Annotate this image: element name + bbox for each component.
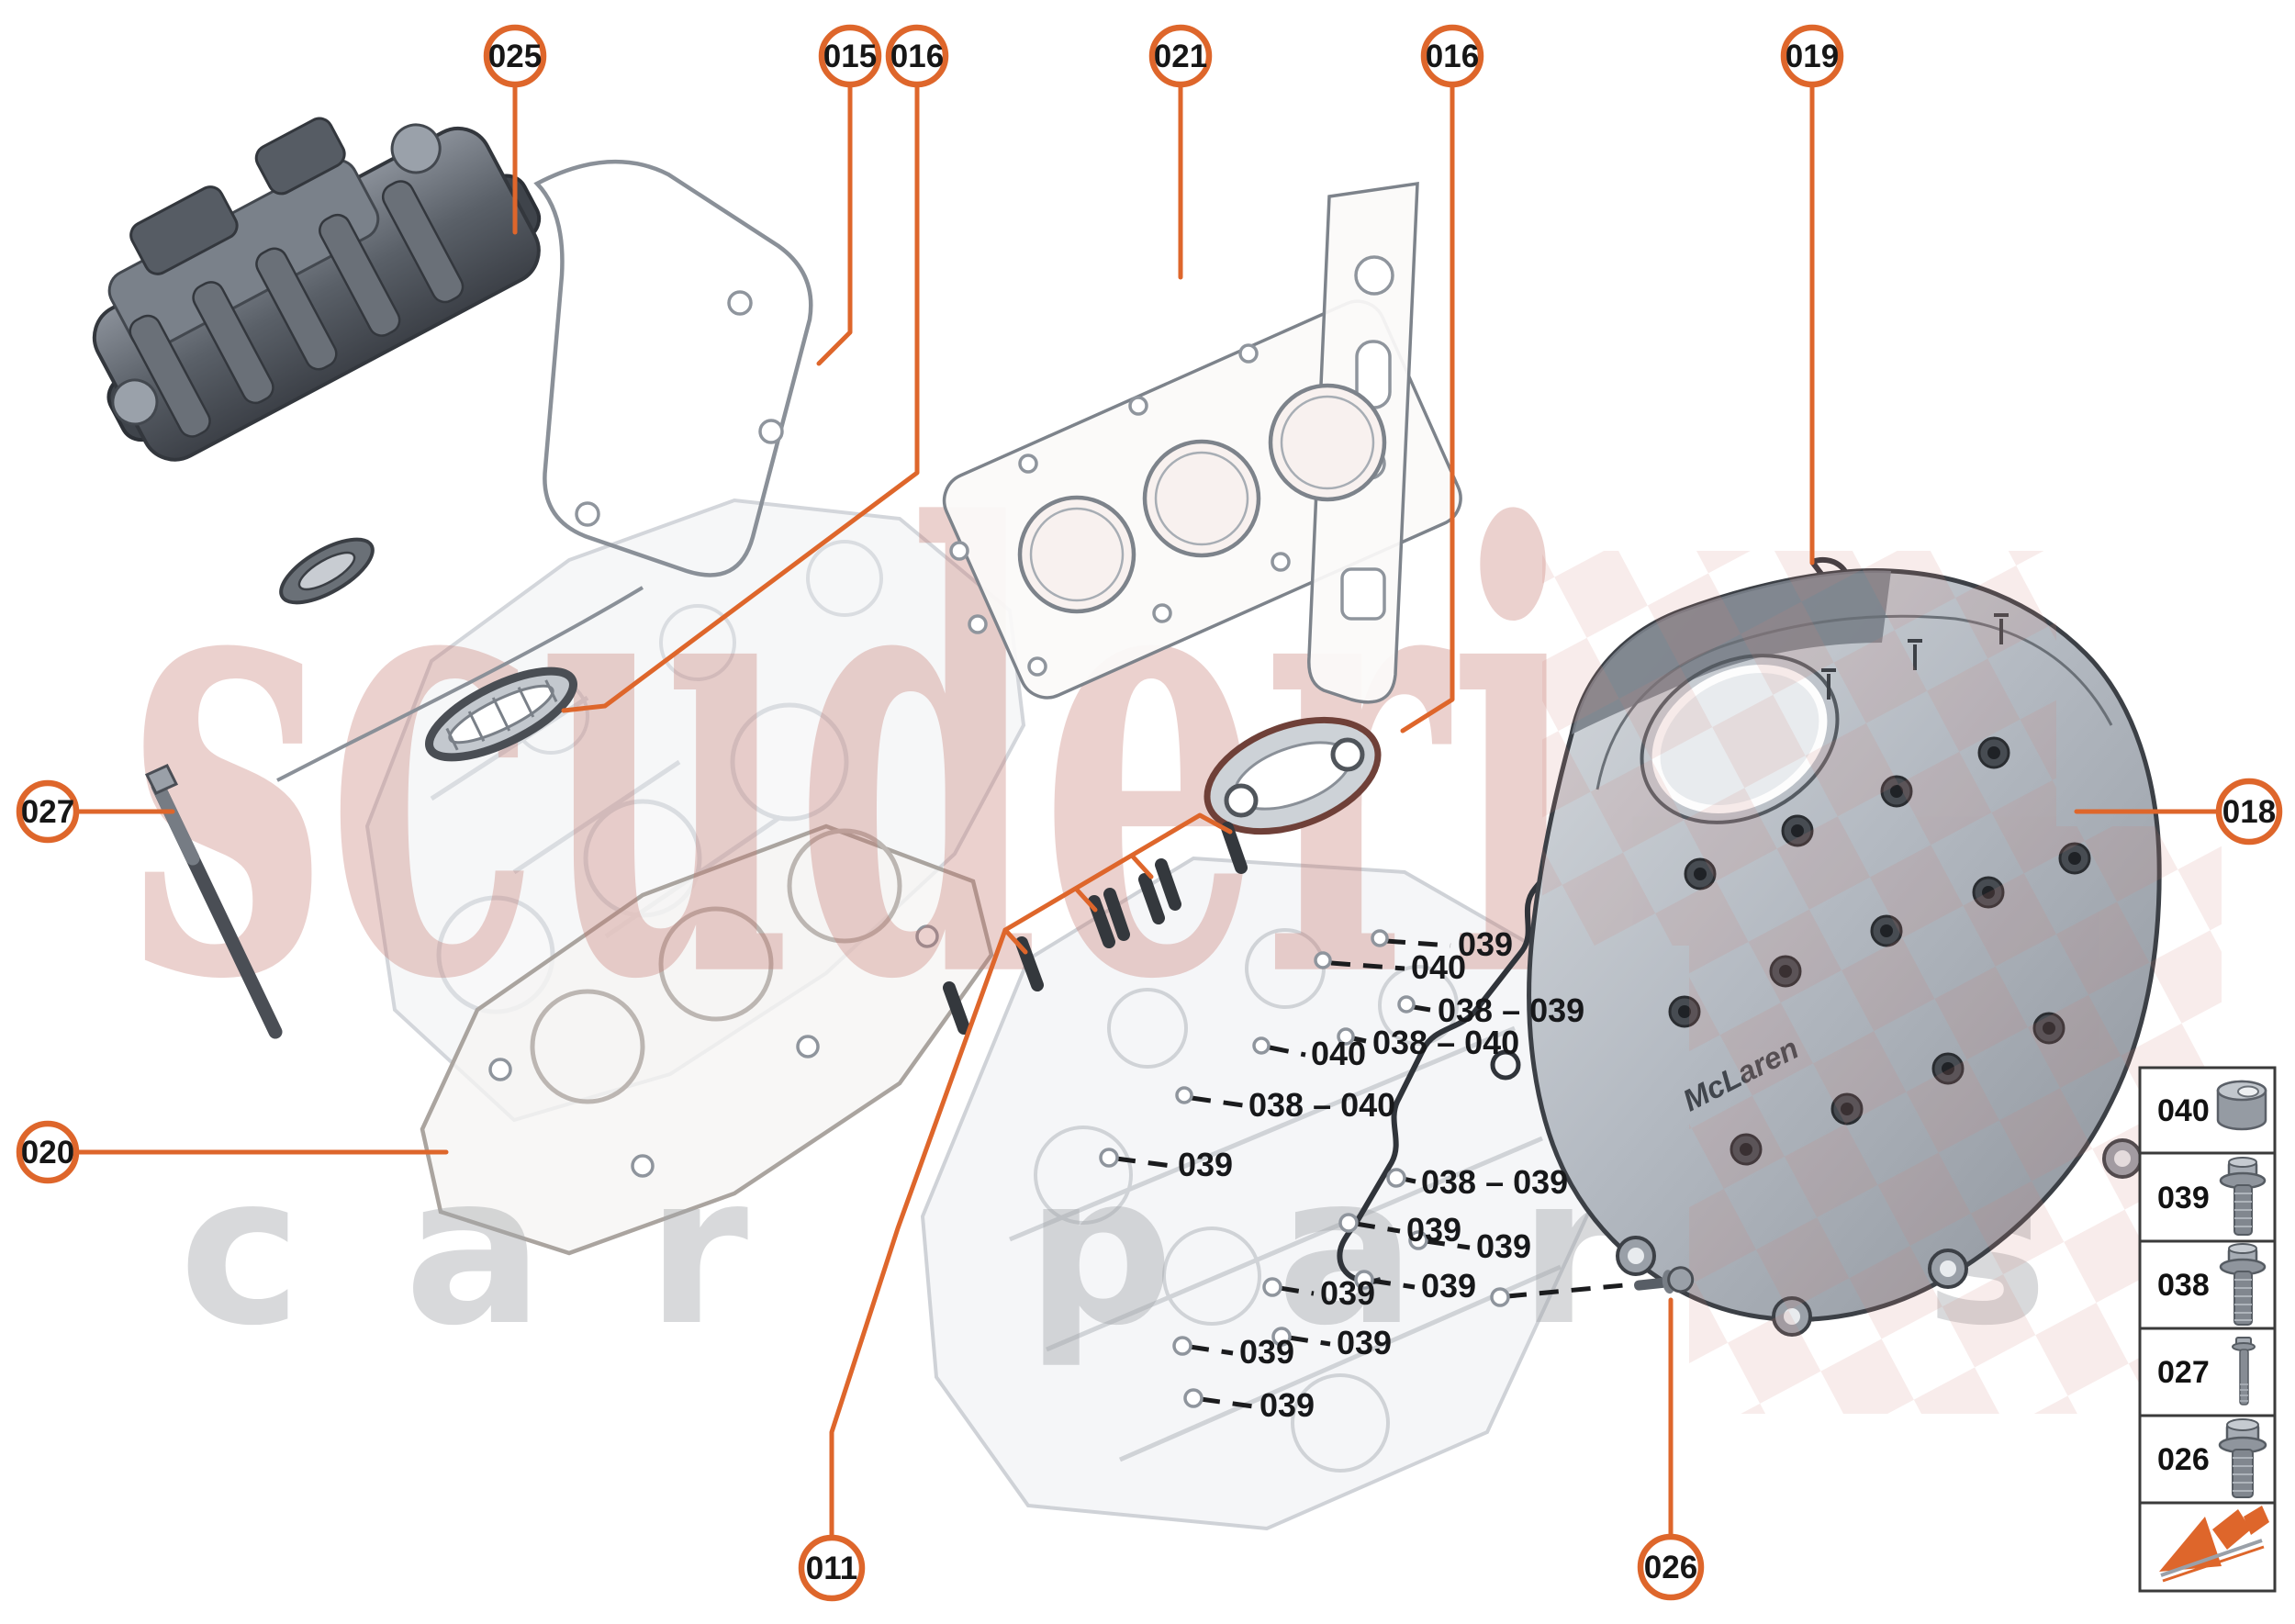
- stud-bolt-icon: [2232, 1337, 2256, 1406]
- svg-text:038: 038: [2157, 1268, 2210, 1303]
- part-label: 040: [1411, 948, 1466, 986]
- gasket-bolt-holes: [949, 343, 1291, 677]
- flange-bolt-icon: [2219, 1157, 2267, 1236]
- gasket-bolt-holes: [488, 924, 939, 1178]
- callout-016-b[interactable]: 016: [1420, 24, 1484, 88]
- svg-text:020: 020: [21, 1135, 74, 1170]
- svg-text:027: 027: [21, 794, 74, 830]
- svg-text:018: 018: [2222, 794, 2276, 830]
- part-label: 040: [1311, 1035, 1366, 1072]
- svg-text:026: 026: [2157, 1442, 2210, 1477]
- callout-019[interactable]: 019: [1780, 24, 1844, 88]
- kidney-gasket[interactable]: [1192, 699, 1393, 853]
- svg-text:016: 016: [1426, 39, 1479, 74]
- svg-text:040: 040: [2157, 1093, 2210, 1128]
- flange-bolt-icon: [2219, 1243, 2267, 1326]
- arrow-logo-icon: [2159, 1506, 2269, 1583]
- part-labels-group: 039 040 038 – 039 038 – 040 040 038 – 04…: [1178, 925, 1584, 1424]
- oval-gasket[interactable]: [418, 654, 585, 774]
- part-label: 039: [1476, 1227, 1531, 1265]
- manifold-gasket-outline[interactable]: [276, 159, 813, 782]
- cylinder-bores: [1017, 383, 1387, 614]
- legend: 040 039 038: [2138, 1066, 2277, 1593]
- part-label: 038 – 039: [1421, 1163, 1568, 1201]
- svg-text:016: 016: [890, 39, 944, 74]
- legend-row-040[interactable]: 040: [2157, 1080, 2267, 1131]
- callouts-group: 025 015 016 021 016 019 027 018 020 011: [16, 24, 2283, 1602]
- legend-row-026[interactable]: 026: [2157, 1418, 2267, 1498]
- fastener-holes: [1099, 929, 1510, 1408]
- legend-row-039[interactable]: 039: [2157, 1157, 2267, 1236]
- part-label: 039: [1458, 925, 1513, 963]
- callout-026[interactable]: 026: [1637, 1533, 1705, 1601]
- callout-011[interactable]: 011: [798, 1534, 866, 1602]
- callout-027[interactable]: 027: [16, 779, 80, 844]
- checker-watermark: [1542, 551, 2222, 1414]
- head-bolt-long[interactable]: [144, 764, 283, 1039]
- svg-text:039: 039: [2157, 1181, 2210, 1215]
- part-label: 038 – 039: [1438, 991, 1584, 1029]
- callout-020[interactable]: 020: [16, 1120, 80, 1184]
- head-gasket-020-faded[interactable]: [420, 823, 994, 1256]
- part-label: 039: [1320, 1274, 1375, 1312]
- head-gasket-021[interactable]: [935, 181, 1470, 706]
- svg-text:019: 019: [1786, 39, 1839, 74]
- part-label: 039: [1239, 1333, 1294, 1371]
- legend-row-027[interactable]: 027: [2157, 1337, 2256, 1406]
- legend-logo: [2159, 1506, 2269, 1583]
- callout-015[interactable]: 015: [818, 24, 882, 88]
- part-label: 039: [1178, 1146, 1233, 1183]
- svg-text:011: 011: [806, 1551, 857, 1586]
- svg-text:015: 015: [823, 39, 877, 74]
- cover-bolt-small[interactable]: [1633, 1266, 1695, 1298]
- part-label: 038 – 040: [1372, 1024, 1519, 1061]
- label-leaders: [1115, 938, 1635, 1409]
- part-label: 038 – 040: [1248, 1086, 1395, 1124]
- svg-text:021: 021: [1154, 39, 1207, 74]
- leader-lines: [74, 83, 2222, 1540]
- svg-text:027: 027: [2157, 1355, 2210, 1390]
- callout-025[interactable]: 025: [483, 24, 547, 88]
- flange-bolt-icon: [2218, 1418, 2267, 1498]
- callout-018[interactable]: 018: [2215, 778, 2283, 846]
- part-label: 039: [1406, 1211, 1461, 1249]
- part-label: 039: [1259, 1386, 1315, 1424]
- svg-text:026: 026: [1644, 1550, 1697, 1585]
- part-label: 039: [1421, 1267, 1476, 1305]
- intake-manifold[interactable]: [37, 47, 562, 615]
- nut-icon: [2216, 1080, 2267, 1131]
- part-label: 039: [1337, 1324, 1392, 1361]
- callout-016-a[interactable]: 016: [885, 24, 949, 88]
- svg-text:025: 025: [488, 39, 542, 74]
- callout-021[interactable]: 021: [1148, 24, 1213, 88]
- legend-row-038[interactable]: 038: [2157, 1243, 2267, 1326]
